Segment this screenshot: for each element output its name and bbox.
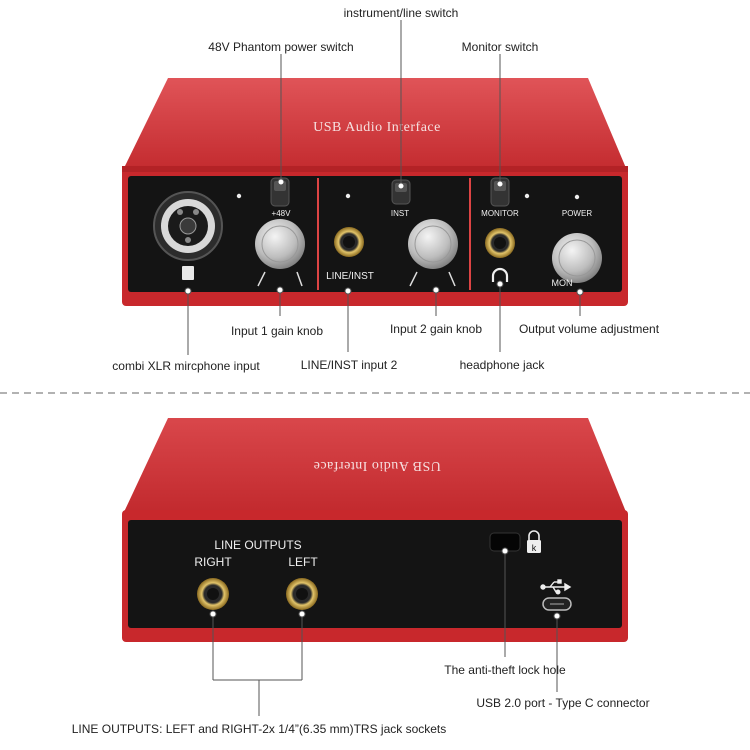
mon-label: MON [552, 278, 573, 288]
callout-line-inst-input2: LINE/INST input 2 [301, 358, 398, 372]
callout-usb-port: USB 2.0 port - Type C connector [476, 696, 649, 710]
back-top-surface [124, 418, 626, 512]
callout-monitor-switch: Monitor switch [462, 40, 539, 54]
callout-anti-theft: The anti-theft lock hole [444, 663, 566, 677]
inst-label: INST [391, 209, 409, 218]
phantom-label: +48V [272, 209, 292, 218]
usb-icon [540, 579, 572, 595]
xlr-combo-jack [153, 191, 223, 280]
back-callout-lines [209, 547, 561, 716]
input2-gain-knob[interactable] [408, 219, 458, 269]
back-device-title: USB Audio Interface [313, 458, 441, 473]
xlr-lock-icon [182, 266, 194, 280]
lock-icon [527, 530, 541, 553]
front-device-title: USB Audio Interface [313, 120, 441, 135]
lock-icon-glyph: k [532, 543, 537, 553]
callout-output-volume: Output volume adjustment [519, 322, 660, 336]
monitor-label: MONITOR [481, 209, 519, 218]
right-label: RIGHT [194, 555, 232, 569]
callout-phantom-switch: 48V Phantom power switch [208, 40, 353, 54]
line-inst-label: LINE/INST [326, 271, 374, 282]
left-label: LEFT [288, 555, 318, 569]
right-output-jack [197, 578, 229, 610]
front-device: USB Audio Interface +48V [122, 78, 628, 306]
back-device: USB Audio Interface LINE OUTPUTS RIGHT L… [122, 418, 628, 642]
back-panel [128, 520, 622, 628]
callout-headphone-jack: headphone jack [460, 358, 546, 372]
callout-xlr-input: combi XLR mircphone input [112, 359, 260, 373]
headphone-icon [491, 267, 509, 282]
headphone-jack [485, 228, 515, 258]
line-inst-jack [334, 227, 364, 257]
callout-line-outputs-desc: LINE OUTPUTS: LEFT and RIGHT-2x 1/4”(6.3… [72, 722, 447, 736]
callout-instrument-line-switch: instrument/line switch [344, 6, 459, 20]
power-label: POWER [562, 209, 592, 218]
line-outputs-label: LINE OUTPUTS [214, 538, 301, 552]
input1-gain-knob[interactable] [255, 219, 305, 269]
callout-input2-gain: Input 2 gain knob [390, 322, 482, 336]
callout-input1-gain: Input 1 gain knob [231, 324, 323, 338]
output-volume-knob[interactable] [552, 233, 602, 283]
front-callout-lines [184, 20, 584, 355]
left-output-jack [286, 578, 318, 610]
